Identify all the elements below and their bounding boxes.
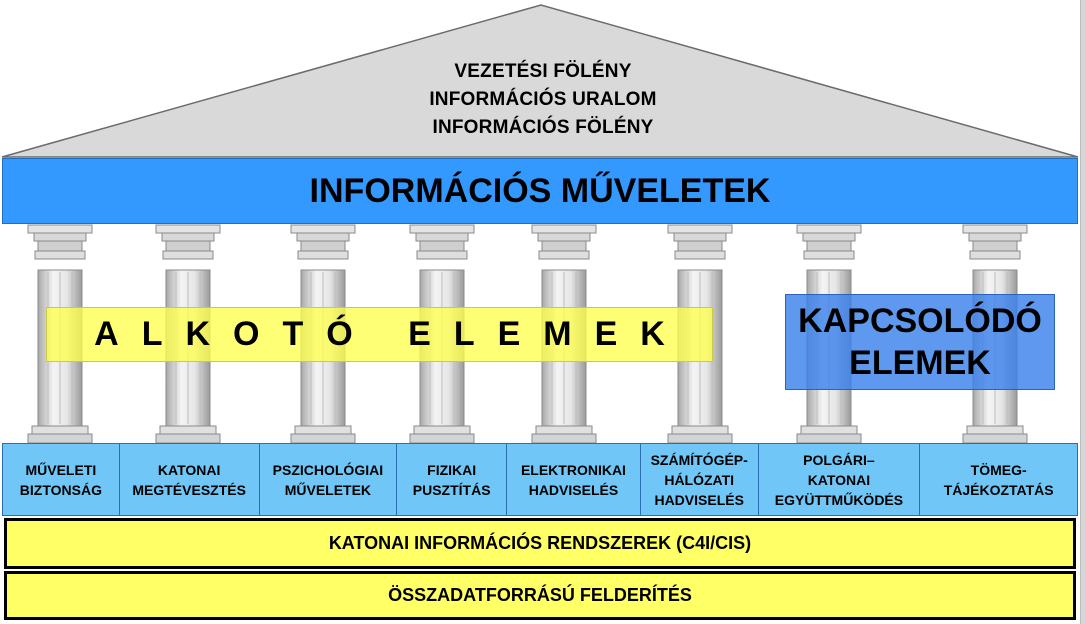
column-base-plinth — [291, 434, 355, 443]
column-capital-neck — [542, 241, 586, 251]
column-base-torus — [801, 426, 857, 434]
column-base-line: MŰVELETEK — [273, 480, 383, 500]
related-elements-label-line-2: ELEMEK — [849, 342, 991, 384]
column-base-plinth — [410, 434, 474, 443]
column-capital-top — [28, 225, 92, 233]
column-base-line: ELEKTRONIKAI — [521, 460, 626, 480]
column-capital-neck — [166, 241, 210, 251]
column-capital-ring — [298, 251, 348, 259]
column-capital-mid — [297, 233, 349, 241]
column-base-cell: TÖMEG-TÁJÉKOZTATÁS — [920, 444, 1077, 515]
column-base-line: FIZIKAI — [413, 460, 491, 480]
column-base-line: SZÁMÍTÓGÉP- — [651, 450, 748, 470]
column-base-line: TÁJÉKOZTATÁS — [944, 480, 1054, 500]
column-base-line: PSZICHOLÓGIAI — [273, 460, 383, 480]
column-capital-neck — [807, 241, 851, 251]
column-capital-top — [532, 225, 596, 233]
column-capital-neck — [420, 241, 464, 251]
column-base-plinth — [668, 434, 732, 443]
column-capital-mid — [803, 233, 855, 241]
column-base-line: MEGTÉVESZTÉS — [132, 480, 246, 500]
c4i-cis-bar: KATONAI INFORMÁCIÓS RENDSZEREK (C4I/CIS) — [4, 518, 1076, 569]
all-source-intelligence-bar: ÖSSZADATFORRÁSÚ FELDERÍTÉS — [4, 571, 1076, 620]
column-base-line: PUSZTÍTÁS — [413, 480, 491, 500]
column-base-torus — [160, 426, 216, 434]
column-base-line: BIZTONSÁG — [20, 480, 102, 500]
column-base-torus — [672, 426, 728, 434]
column-capital-ring — [417, 251, 467, 259]
column-base-plinth — [156, 434, 220, 443]
column-base-line: TÖMEG- — [944, 460, 1054, 480]
column-base-line: HÁLÓZATI — [651, 470, 748, 490]
column-capital-mid — [538, 233, 590, 241]
column-base-line: HADVISELÉS — [521, 480, 626, 500]
column-base-plinth — [28, 434, 92, 443]
column-capital-ring — [804, 251, 854, 259]
column-base-line: MŰVELETI — [20, 460, 102, 480]
column-base-plinth — [797, 434, 861, 443]
column-capital-neck — [301, 241, 345, 251]
constituent-elements-overlay: ALKOTÓ ELEMEK — [46, 307, 713, 362]
column-base-plinth — [532, 434, 596, 443]
column-capital-ring — [539, 251, 589, 259]
column-base-line: KATONAI — [132, 460, 246, 480]
right-edge-strip — [1080, 0, 1086, 624]
constituent-elements-label: ALKOTÓ ELEMEK — [71, 315, 688, 354]
column-base-line: KATONAI — [775, 470, 903, 490]
column-capital-neck — [38, 241, 82, 251]
column-base-line: POLGÁRI– — [775, 450, 903, 470]
column-capital-ring — [970, 251, 1020, 259]
column-capital-neck — [973, 241, 1017, 251]
column-base-torus — [414, 426, 470, 434]
column-base-torus — [967, 426, 1023, 434]
column-capital-ring — [163, 251, 213, 259]
column-capital-top — [410, 225, 474, 233]
column-capital-ring — [675, 251, 725, 259]
column-capital-ring — [35, 251, 85, 259]
column-base-line: HADVISELÉS — [651, 490, 748, 510]
column-base-plinth — [963, 434, 1027, 443]
column-capital-neck — [678, 241, 722, 251]
column-capital-top — [291, 225, 355, 233]
related-elements-overlay: KAPCSOLÓDÓ ELEMEK — [785, 294, 1055, 390]
column-capital-top — [156, 225, 220, 233]
column-capital-mid — [969, 233, 1021, 241]
column-capital-top — [963, 225, 1027, 233]
column-base-text: TÖMEG-TÁJÉKOZTATÁS — [944, 460, 1054, 500]
column-capital-mid — [162, 233, 214, 241]
column-base-torus — [536, 426, 592, 434]
column-base-torus — [295, 426, 351, 434]
column-base-torus — [32, 426, 88, 434]
column-capital-top — [797, 225, 861, 233]
column-capital-mid — [674, 233, 726, 241]
column-base-line: EGYÜTTMŰKÖDÉS — [775, 490, 903, 510]
related-elements-label-line-1: KAPCSOLÓDÓ — [798, 300, 1042, 342]
column-capital-mid — [34, 233, 86, 241]
column-capital-top — [668, 225, 732, 233]
column-capital-mid — [416, 233, 468, 241]
